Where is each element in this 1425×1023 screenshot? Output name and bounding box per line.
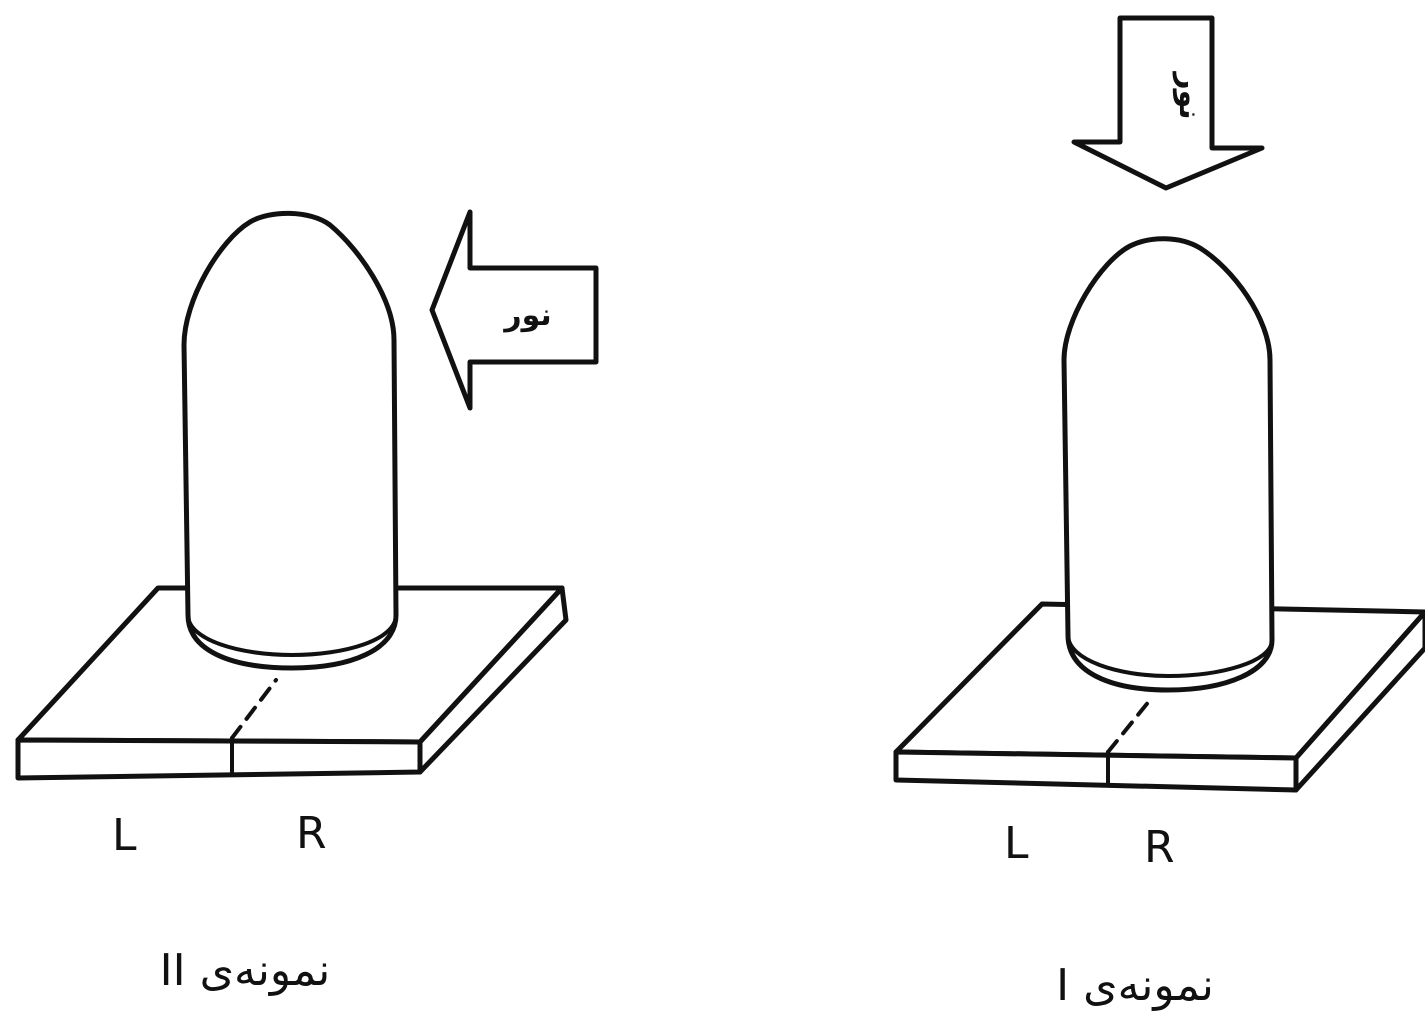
sample-1-caption: نمونه‌ی I <box>1056 960 1214 1011</box>
sample-2-caption: نمونه‌ی II <box>160 945 331 996</box>
sample-1-right-label: R <box>1144 822 1175 873</box>
sample-1: نور L R نمونه‌ی I <box>893 15 1425 1011</box>
sample-2-right-label: R <box>296 808 327 859</box>
sample-2-light-label: نور <box>502 298 551 333</box>
sample-2-left-label: L <box>112 810 137 861</box>
sample-1-coleoptile <box>1061 236 1275 693</box>
sample-1-left-label: L <box>1004 818 1029 869</box>
sample-2-coleoptile <box>181 210 399 671</box>
sample-1-light-label: نور <box>1172 70 1207 119</box>
sample-2: نور L R نمونه‌ی II <box>15 209 599 996</box>
sample-2-light-arrow: نور <box>429 209 599 411</box>
sample-1-light-arrow: نور <box>1071 15 1265 191</box>
